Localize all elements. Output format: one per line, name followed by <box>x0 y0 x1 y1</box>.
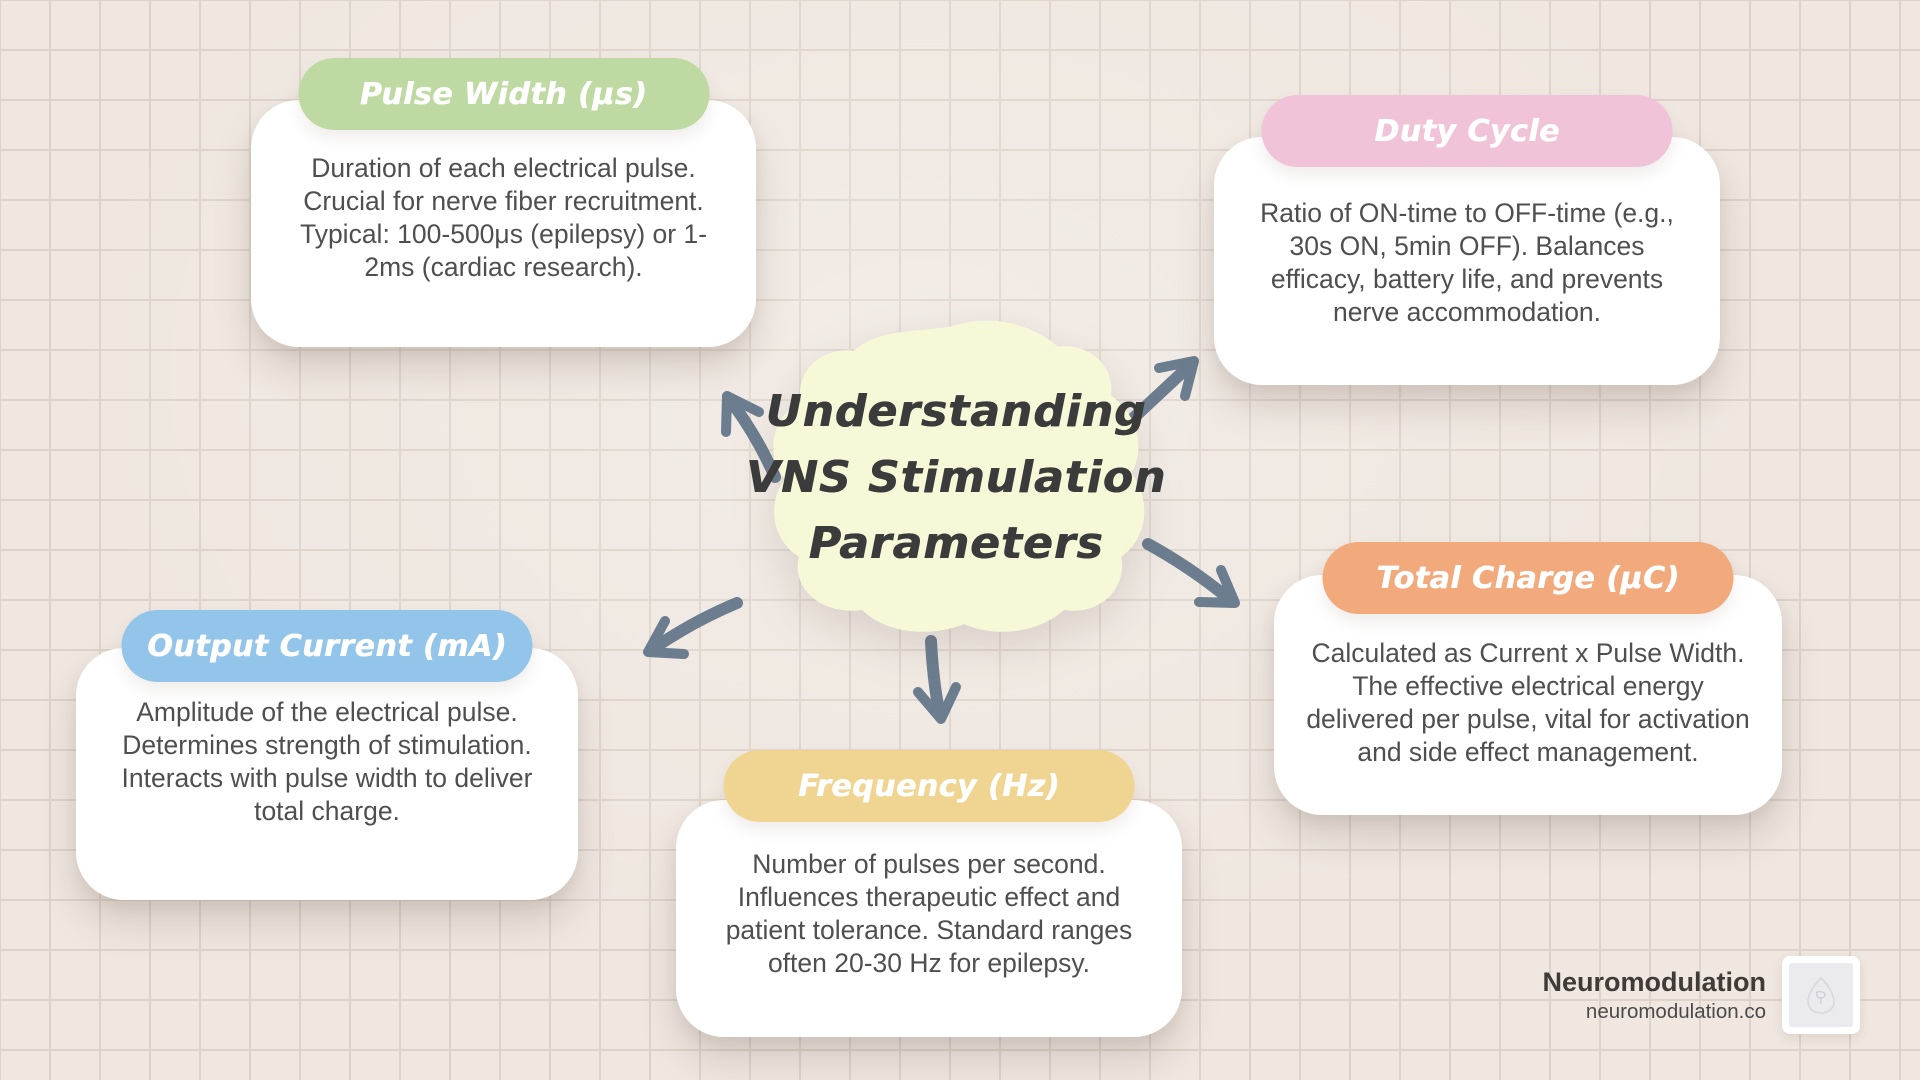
card-header-total-charge: Total Charge (μC) <box>1322 542 1734 614</box>
card-header-label: Duty Cycle <box>1374 113 1560 149</box>
title-line-3: Parameters <box>808 518 1104 569</box>
placeholder-image-icon <box>1789 963 1853 1027</box>
card-header-label: Total Charge (μC) <box>1376 560 1680 596</box>
card-header-label: Output Current (mA) <box>147 628 507 664</box>
central-topic-title: Understanding VNS Stimulation Parameters <box>746 312 1165 644</box>
arrow-to-total-charge <box>1142 538 1240 608</box>
attribution-url: neuromodulation.co <box>1585 1000 1766 1023</box>
card-header-pulse-width: Pulse Width (μs) <box>298 58 709 130</box>
attribution-thumbnail <box>1782 956 1860 1034</box>
arrow-to-frequency <box>913 635 961 724</box>
card-body-text: Calculated as Current x Pulse Width. The… <box>1306 638 1750 767</box>
card-body-text: Duration of each electrical pulse. Cruci… <box>299 153 708 282</box>
card-frequency: Frequency (Hz) Number of pulses per seco… <box>676 750 1182 1037</box>
card-body-text: Number of pulses per second. Influences … <box>725 849 1133 978</box>
attribution: Neuromodulation neuromodulation.co <box>1542 956 1860 1034</box>
card-output-current: Output Current (mA) Amplitude of the ele… <box>76 610 578 900</box>
card-pulse-width: Pulse Width (μs) Duration of each electr… <box>251 58 756 347</box>
central-topic-node: Understanding VNS Stimulation Parameters <box>746 312 1165 644</box>
card-header-duty-cycle: Duty Cycle <box>1261 95 1673 167</box>
card-body-text: Amplitude of the electrical pulse. Deter… <box>121 697 533 826</box>
card-body-text: Ratio of ON-time to OFF-time (e.g., 30s … <box>1260 198 1674 327</box>
attribution-brand-name: Neuromodulation <box>1542 967 1767 997</box>
card-header-label: Frequency (Hz) <box>798 768 1060 804</box>
title-line-2: VNS Stimulation <box>745 452 1167 503</box>
title-line-1: Understanding <box>765 386 1147 437</box>
card-header-frequency: Frequency (Hz) <box>723 750 1135 822</box>
arrow-to-output-current <box>643 597 743 659</box>
card-total-charge: Total Charge (μC) Calculated as Current … <box>1274 542 1782 815</box>
card-header-label: Pulse Width (μs) <box>359 76 648 112</box>
topic-blob-shape <box>773 320 1145 632</box>
card-duty-cycle: Duty Cycle Ratio of ON-time to OFF-time … <box>1214 95 1720 385</box>
egg-plant-glyph-icon <box>1807 976 1835 1014</box>
card-header-output-current: Output Current (mA) <box>121 610 533 682</box>
